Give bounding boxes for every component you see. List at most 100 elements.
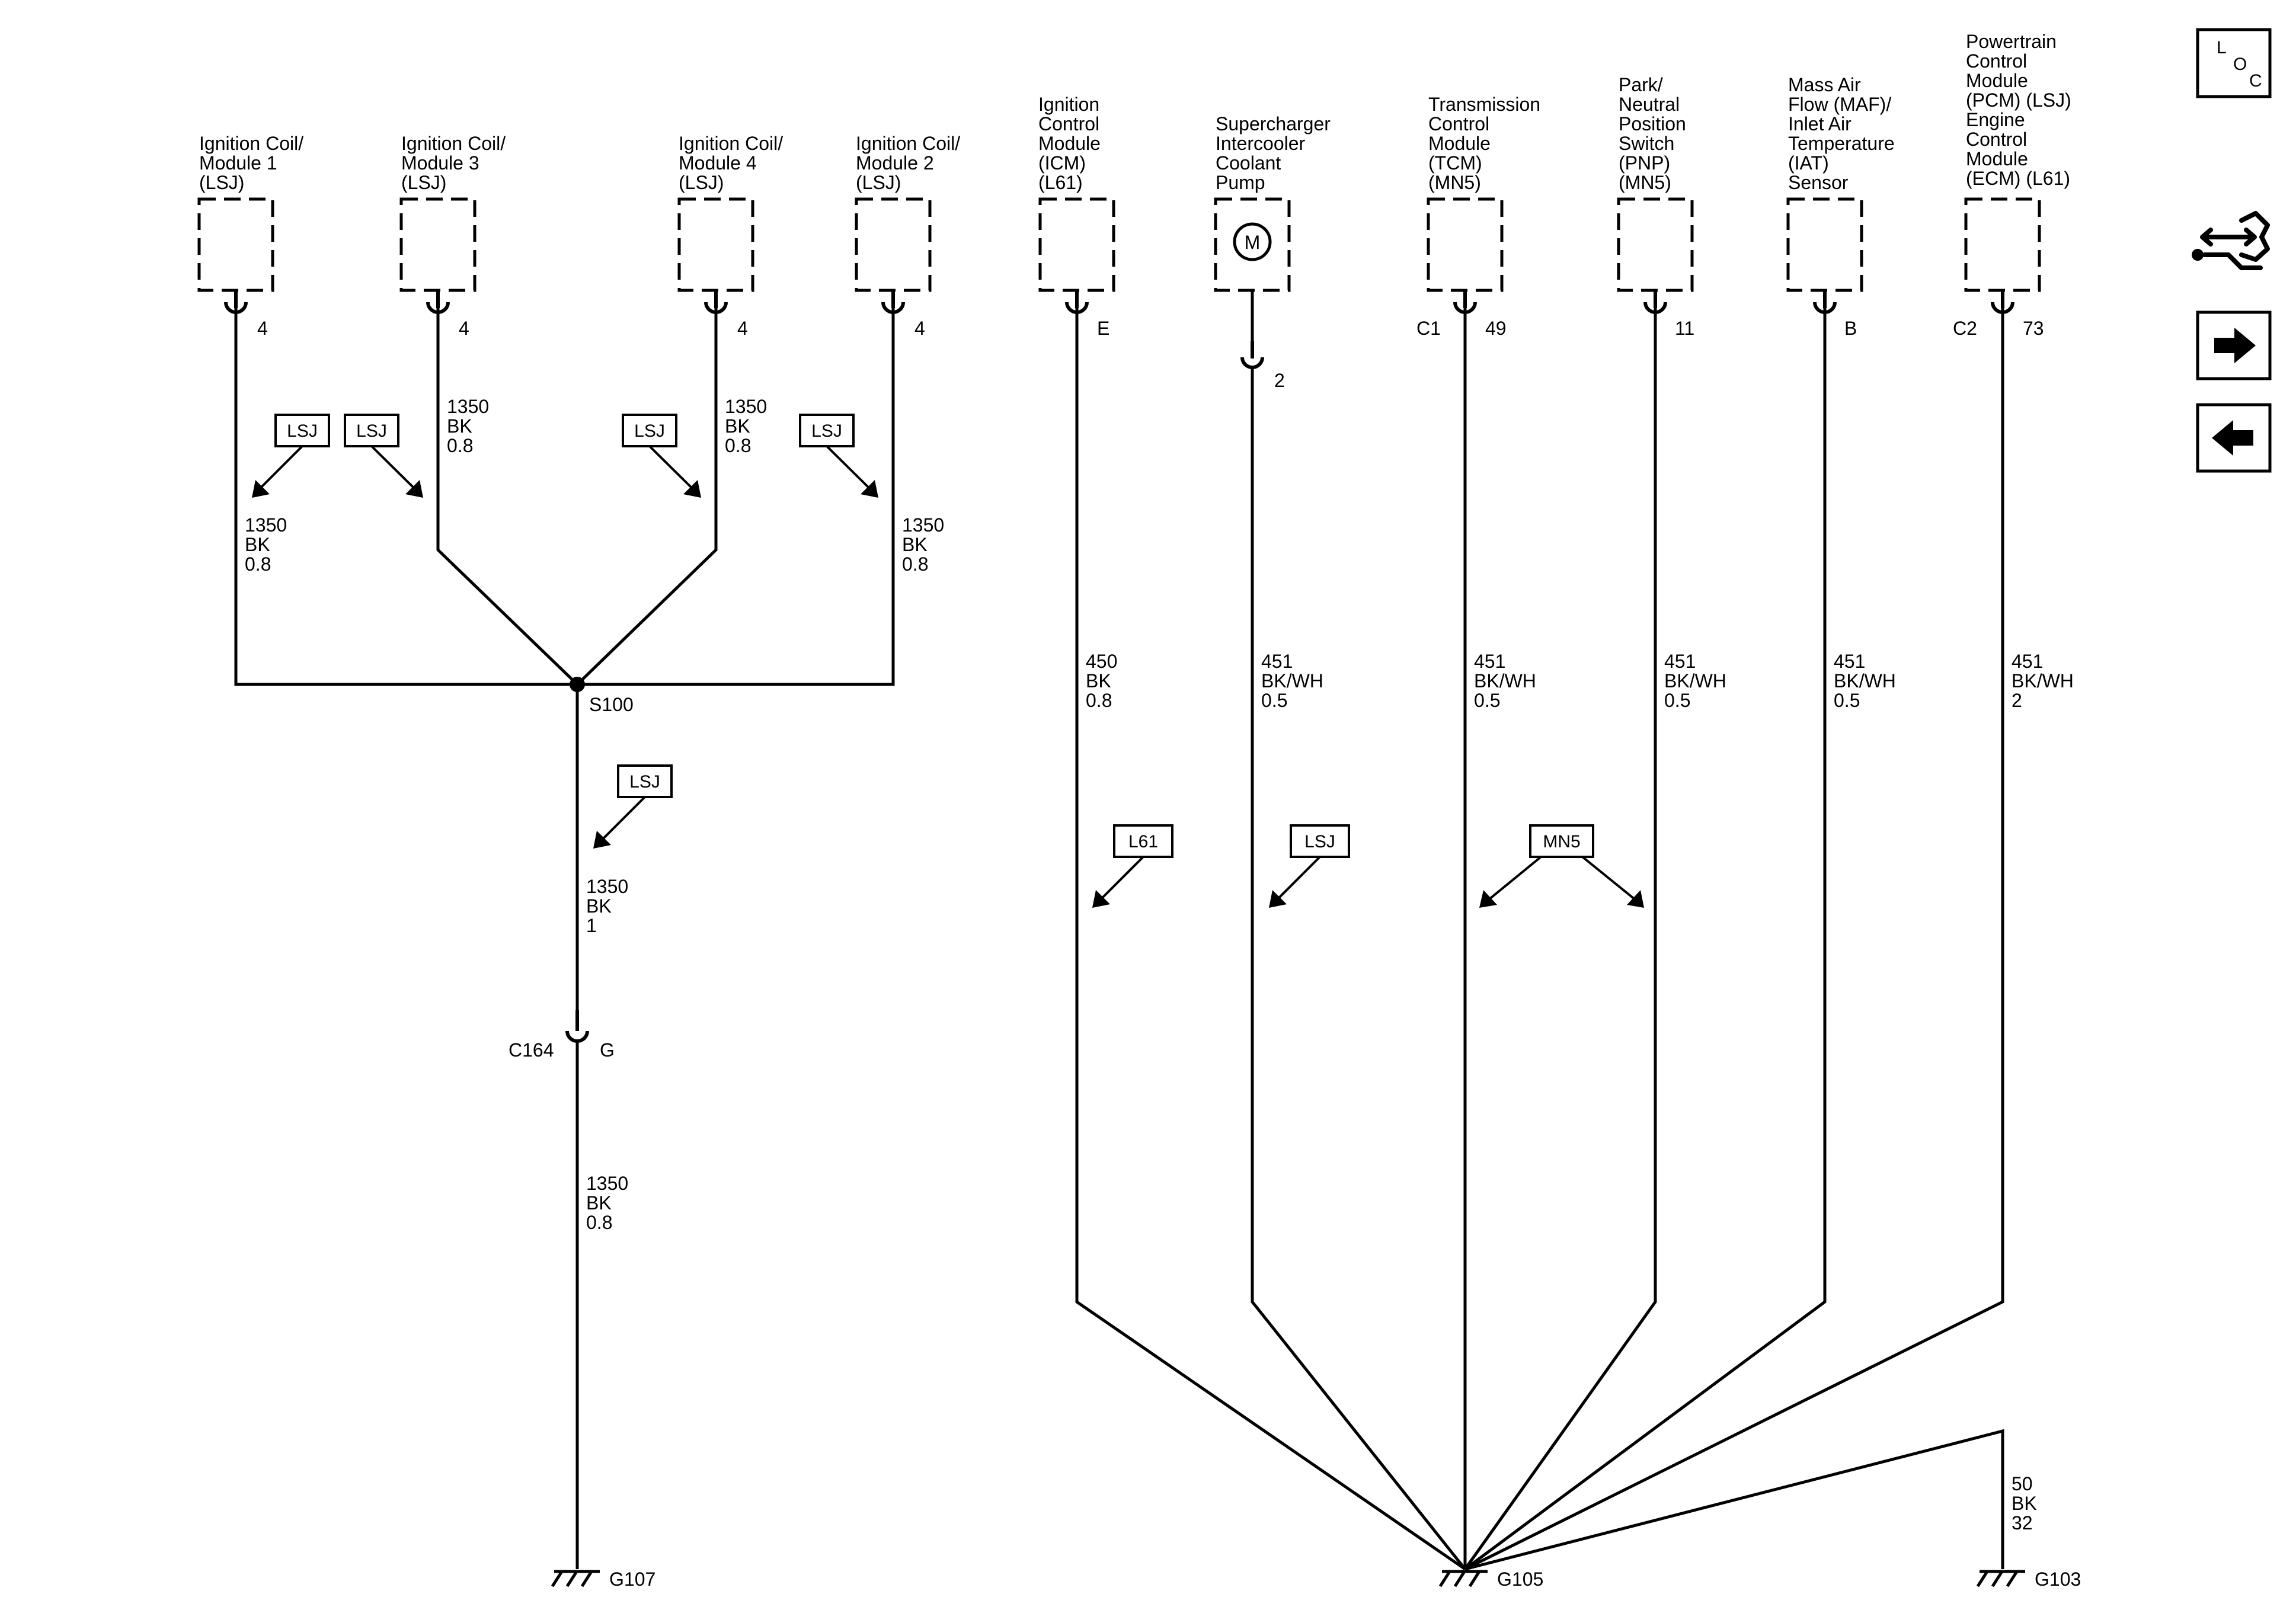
svg-text:BK: BK [2012, 1493, 2037, 1514]
svg-text:BK: BK [725, 415, 750, 437]
svg-text:BK/WH: BK/WH [1474, 670, 1536, 692]
connector-flow-icon[interactable] [2192, 211, 2270, 270]
svg-text:C2: C2 [1953, 318, 1977, 339]
ground-icon-g105 [1438, 1570, 1488, 1587]
svg-text:Module 4: Module 4 [679, 152, 757, 174]
svg-text:Ignition Coil/: Ignition Coil/ [401, 133, 506, 154]
svg-text:BK: BK [586, 1192, 612, 1214]
connector-cups [224, 290, 2014, 1043]
option-tag-mn5: MN5 [1479, 824, 1644, 908]
component-label-coil3: Ignition Coil/ Module 3 (LSJ) [401, 133, 506, 193]
option-tag-l61: L61 [1092, 824, 1173, 908]
svg-text:Ignition Coil/: Ignition Coil/ [856, 133, 960, 154]
svg-text:0.8: 0.8 [1086, 690, 1112, 711]
svg-text:Module: Module [1966, 70, 2028, 91]
svg-text:Transmission: Transmission [1428, 94, 1540, 115]
svg-text:Module: Module [1966, 148, 2028, 169]
svg-text:0.8: 0.8 [245, 553, 271, 575]
svg-text:Sensor: Sensor [1788, 172, 1849, 193]
wire-label-coil2: 1350 BK 0.8 [902, 514, 944, 575]
svg-text:0.5: 0.5 [1261, 690, 1287, 711]
component-box-coil3 [399, 197, 477, 292]
wire-label-coil1: 1350 BK 0.8 [245, 514, 287, 575]
svg-text:Engine: Engine [1966, 109, 2025, 130]
wire-label-pump: 451 BK/WH 0.5 [1261, 651, 1323, 711]
svg-text:451: 451 [2012, 651, 2043, 672]
component-box-tcm [1427, 197, 1504, 292]
svg-text:(PCM) (LSJ): (PCM) (LSJ) [1966, 89, 2071, 111]
component-label-icm: Ignition Control Module (ICM) (L61) [1038, 94, 1101, 193]
svg-text:451: 451 [1261, 651, 1293, 672]
svg-text:(MN5): (MN5) [1619, 172, 1671, 193]
svg-text:Control: Control [1038, 113, 1099, 135]
svg-text:0.8: 0.8 [902, 553, 928, 575]
svg-text:2: 2 [2012, 690, 2022, 711]
component-box-coil4 [677, 197, 754, 292]
svg-text:1350: 1350 [245, 514, 287, 536]
connector-pin: G [600, 1039, 615, 1061]
wire-label-tcm: 451 BK/WH 0.5 [1474, 651, 1536, 711]
option-tag-lsj-d: LSJ [799, 414, 878, 498]
next-page-button[interactable] [2196, 311, 2272, 380]
svg-text:BK: BK [902, 534, 928, 555]
component-label-pnp: Park/ Neutral Position Switch (PNP) (MN5… [1619, 74, 1686, 193]
svg-text:0.5: 0.5 [1834, 690, 1860, 711]
svg-text:LSJ: LSJ [811, 421, 842, 441]
svg-text:BK/WH: BK/WH [1261, 670, 1323, 692]
svg-text:(MN5): (MN5) [1428, 172, 1481, 193]
option-tag-lsj-e: LSJ [593, 764, 673, 849]
component-label-coil4: Ignition Coil/ Module 4 (LSJ) [679, 133, 783, 193]
svg-text:BK: BK [1086, 670, 1111, 692]
svg-text:Module 1: Module 1 [199, 152, 277, 174]
svg-text:0.8: 0.8 [447, 435, 473, 456]
component-box-icm [1038, 197, 1115, 292]
svg-text:1350: 1350 [725, 396, 767, 417]
svg-text:Ignition Coil/: Ignition Coil/ [679, 133, 783, 154]
svg-text:(LSJ): (LSJ) [199, 172, 244, 193]
component-box-coil2 [855, 197, 932, 292]
svg-text:4: 4 [257, 318, 268, 339]
svg-text:LSJ: LSJ [629, 772, 660, 792]
option-tag-lsj-c: LSJ [622, 414, 701, 498]
svg-text:MN5: MN5 [1543, 832, 1580, 852]
motor-icon: M [1233, 222, 1272, 261]
svg-text:Module: Module [1038, 133, 1101, 154]
svg-text:450: 450 [1086, 651, 1117, 672]
svg-text:BK/WH: BK/WH [1664, 670, 1726, 692]
svg-text:4: 4 [914, 318, 925, 339]
arrow-left-icon [2212, 420, 2253, 456]
svg-text:32: 32 [2012, 1512, 2033, 1534]
wire-label-coil4: 1350 BK 0.8 [725, 396, 767, 456]
svg-text:Flow (MAF)/: Flow (MAF)/ [1788, 94, 1891, 115]
svg-text:2: 2 [1274, 370, 1285, 391]
svg-text:(PNP): (PNP) [1619, 152, 1670, 174]
svg-text:Inlet Air: Inlet Air [1788, 113, 1851, 135]
loc-button[interactable]: L O C [2196, 28, 2272, 98]
svg-text:4: 4 [737, 318, 748, 339]
svg-text:1350: 1350 [586, 1173, 628, 1194]
previous-page-button[interactable] [2196, 403, 2272, 473]
wire-label-pnp: 451 BK/WH 0.5 [1664, 651, 1726, 711]
svg-text:BK: BK [245, 534, 270, 555]
svg-text:1350: 1350 [902, 514, 944, 536]
svg-text:Neutral: Neutral [1619, 94, 1680, 115]
svg-text:451: 451 [1834, 651, 1865, 672]
svg-text:Control: Control [1966, 50, 2027, 72]
svg-text:0.5: 0.5 [1664, 690, 1690, 711]
component-box-coil1 [197, 197, 274, 292]
svg-text:1350: 1350 [586, 876, 628, 897]
svg-text:(TCM): (TCM) [1428, 152, 1482, 174]
svg-text:Ignition: Ignition [1038, 94, 1099, 115]
svg-text:Position: Position [1619, 113, 1686, 135]
option-tag-lsj-a: LSJ [252, 414, 330, 498]
svg-text:(ECM) (L61): (ECM) (L61) [1966, 168, 2070, 189]
component-label-tcm: Transmission Control Module (TCM) (MN5) [1428, 94, 1540, 193]
svg-text:Module: Module [1428, 133, 1491, 154]
svg-text:1350: 1350 [447, 396, 489, 417]
ground-label-g107: G107 [609, 1569, 655, 1590]
svg-text:Intercooler: Intercooler [1216, 133, 1306, 154]
svg-text:11: 11 [1675, 318, 1694, 339]
svg-text:(L61): (L61) [1038, 172, 1083, 193]
svg-text:L61: L61 [1128, 832, 1158, 852]
